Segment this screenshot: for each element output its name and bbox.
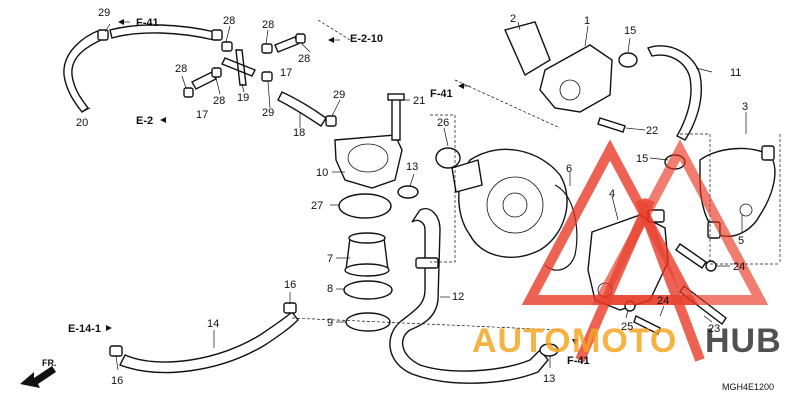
ref-e14-1: E-14-1 bbox=[68, 323, 101, 335]
watermark-brand-hub: HUB bbox=[705, 322, 782, 360]
joint-19 bbox=[221, 49, 256, 86]
gasket-8 bbox=[343, 280, 393, 300]
callout-11: 11 bbox=[730, 67, 741, 79]
gasket-6 bbox=[544, 184, 578, 271]
callout-17: 17 bbox=[280, 67, 292, 79]
watermark-text: AUTO MOTO HUB bbox=[472, 322, 782, 360]
callout-28: 28 bbox=[175, 63, 187, 75]
callout-29: 29 bbox=[333, 89, 345, 101]
callout-21: 21 bbox=[413, 95, 425, 107]
callout-29: 29 bbox=[98, 7, 110, 19]
clamp-28-b bbox=[221, 41, 233, 52]
o-ring-26 bbox=[435, 147, 461, 169]
bolt-21 bbox=[391, 97, 401, 141]
callout-18: 18 bbox=[293, 127, 305, 139]
watermark-brand-auto: AUTO bbox=[472, 322, 572, 360]
callout-14: 14 bbox=[207, 318, 219, 330]
hose-18 bbox=[277, 91, 327, 127]
callout-16: 16 bbox=[284, 279, 296, 291]
pump-cover-1 bbox=[539, 44, 613, 113]
clamp-13-lower bbox=[539, 343, 559, 357]
callout-25: 25 bbox=[621, 321, 633, 333]
callout-7: 7 bbox=[327, 253, 333, 265]
bolt-22 bbox=[597, 117, 626, 133]
diagram-code: MGH4E1200 bbox=[722, 382, 774, 392]
hose-11 bbox=[647, 45, 702, 141]
callout-13: 13 bbox=[406, 161, 418, 173]
callout-22: 22 bbox=[646, 125, 658, 137]
callout-12: 12 bbox=[452, 291, 464, 303]
clamp-28-a bbox=[211, 29, 223, 41]
callout-28: 28 bbox=[262, 19, 274, 31]
callout-24: 24 bbox=[657, 295, 669, 307]
gasket-2 bbox=[504, 21, 551, 77]
callout-6: 6 bbox=[566, 163, 572, 175]
callout-19: 19 bbox=[237, 92, 249, 104]
clamp-28-f bbox=[183, 87, 194, 98]
callout-13: 13 bbox=[543, 373, 555, 385]
callout-28: 28 bbox=[223, 15, 235, 27]
callout-28: 28 bbox=[298, 53, 310, 65]
clamp-16-lower bbox=[109, 345, 123, 357]
watermark-logo bbox=[521, 139, 769, 363]
callout-4: 4 bbox=[609, 188, 615, 200]
hose-12 bbox=[389, 208, 549, 384]
callout-26: 26 bbox=[437, 117, 449, 129]
ref-fr: FR. bbox=[42, 358, 57, 368]
clamp-28-c bbox=[261, 43, 273, 54]
bolt-24-right bbox=[675, 243, 707, 269]
ref-f41-top: F-41 bbox=[136, 17, 159, 29]
o-ring-27 bbox=[338, 193, 392, 219]
thermostat-cover-10 bbox=[334, 134, 403, 189]
water-pump-body bbox=[458, 148, 568, 258]
callout-24: 24 bbox=[733, 261, 745, 273]
callout-27: 27 bbox=[311, 200, 323, 212]
callout-1: 1 bbox=[584, 15, 590, 27]
ref-f41-mid: F-41 bbox=[430, 88, 453, 100]
clamp-29-a bbox=[97, 29, 109, 41]
ref-e2: E-2 bbox=[136, 115, 153, 127]
callout-20: 20 bbox=[76, 117, 88, 129]
callout-28: 28 bbox=[213, 95, 225, 107]
hose-14 bbox=[119, 310, 299, 374]
callout-10: 10 bbox=[316, 167, 328, 179]
hose-20 bbox=[63, 29, 107, 113]
callout-17: 17 bbox=[196, 109, 208, 121]
hose-17-a bbox=[274, 36, 299, 53]
clamp-13-upper bbox=[397, 185, 419, 199]
front-arrow-icon bbox=[20, 366, 56, 388]
callout-23: 23 bbox=[708, 323, 720, 335]
callout-16: 16 bbox=[111, 375, 123, 387]
ref-e2-10: E-2-10 bbox=[350, 33, 383, 45]
clamp-28-e bbox=[211, 67, 222, 78]
clamp-29-c bbox=[325, 115, 337, 127]
callout-15: 15 bbox=[624, 25, 636, 37]
callout-3: 3 bbox=[742, 101, 748, 113]
callout-29: 29 bbox=[262, 107, 274, 119]
clamp-29-b bbox=[261, 71, 273, 82]
callout-15: 15 bbox=[636, 153, 648, 165]
callout-9: 9 bbox=[327, 317, 333, 329]
clamp-28-d bbox=[295, 33, 306, 44]
bolt-24-lower bbox=[633, 315, 661, 335]
callout-8: 8 bbox=[327, 283, 333, 295]
clamp-16-upper bbox=[283, 302, 297, 314]
callout-2: 2 bbox=[510, 13, 516, 25]
clamp-15-upper bbox=[618, 52, 638, 68]
callout-5: 5 bbox=[738, 235, 744, 247]
hose-top-left bbox=[109, 24, 216, 41]
ref-f41-bottom: F-41 bbox=[567, 355, 590, 367]
watermark-brand-moto: MOTO bbox=[572, 322, 677, 360]
